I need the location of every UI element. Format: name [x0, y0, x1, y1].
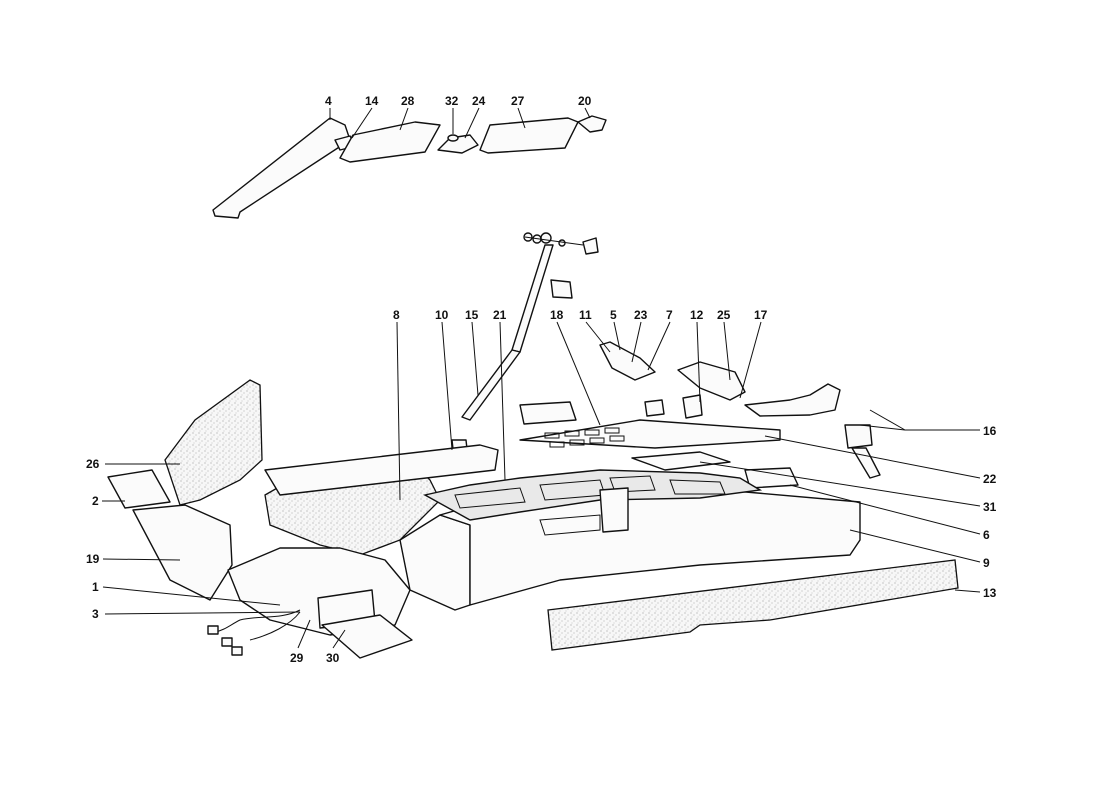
seat-belt-strap — [511, 244, 554, 353]
callout-32: 32 — [445, 94, 459, 108]
seat-belt-upper-hardware — [523, 232, 599, 255]
callout-28: 28 — [401, 94, 415, 108]
callout-2: 2 — [92, 494, 99, 508]
console-tray-6 — [744, 467, 799, 489]
visor-washer-32 — [447, 134, 459, 142]
seat-belt-strap-lower — [461, 349, 521, 421]
callout-21: 21 — [493, 308, 507, 322]
callout-26: 26 — [86, 457, 100, 471]
callout-18: 18 — [550, 308, 564, 322]
callout-29: 29 — [290, 651, 304, 665]
armrest-pad-12-25 — [677, 361, 746, 401]
callout-9: 9 — [983, 556, 990, 570]
callout-13: 13 — [983, 586, 997, 600]
console-top-recesses — [454, 475, 726, 536]
callout-3: 3 — [92, 607, 99, 621]
callout-15: 15 — [465, 308, 479, 322]
callout-17: 17 — [754, 308, 768, 322]
callout-31: 31 — [983, 500, 997, 514]
belt-buckle-16 — [844, 424, 873, 449]
seat-belt-right-strap — [744, 383, 841, 417]
sill-trim-15 — [264, 444, 499, 496]
buckle-strap-16 — [851, 447, 881, 479]
console-cover-18 — [519, 419, 781, 449]
panel-30 — [321, 614, 413, 659]
side-panel-19 — [132, 504, 233, 601]
callout-25: 25 — [717, 308, 731, 322]
callout-24: 24 — [472, 94, 486, 108]
callout-19: 19 — [86, 552, 100, 566]
visor-hook-20 — [577, 115, 607, 133]
callout-23: 23 — [634, 308, 648, 322]
callout-5: 5 — [610, 308, 617, 322]
callout-27: 27 — [511, 94, 525, 108]
console-cover-grid — [544, 427, 625, 448]
console-tray-left — [519, 401, 577, 425]
callout-12: 12 — [690, 308, 704, 322]
callout-4: 4 — [325, 94, 332, 108]
callout-7: 7 — [666, 308, 673, 322]
wiring-harness-3 — [207, 609, 301, 656]
small-panel-2 — [107, 469, 171, 509]
sun-visor-right — [479, 117, 579, 154]
callout-16: 16 — [983, 424, 997, 438]
mechanism-5-23-7 — [599, 341, 656, 381]
callout-22: 22 — [983, 472, 997, 486]
console-top-21 — [423, 469, 763, 521]
console-cover-31 — [631, 451, 731, 471]
bulkhead-panel-26 — [164, 379, 263, 506]
buckle-bracket — [682, 394, 703, 419]
callout-1: 1 — [92, 580, 99, 594]
callout-30: 30 — [326, 651, 340, 665]
visor-mount-32-24 — [437, 134, 479, 154]
callout-8: 8 — [393, 308, 400, 322]
sun-visor-left — [339, 121, 441, 163]
a-pillar-trim — [212, 117, 351, 219]
leader-lines — [102, 107, 981, 649]
belt-retractor — [550, 279, 573, 299]
callout-11: 11 — [579, 308, 592, 322]
callout-10: 10 — [435, 308, 449, 322]
callout-6: 6 — [983, 528, 990, 542]
small-buckle — [644, 399, 665, 417]
callout-14: 14 — [365, 94, 379, 108]
right-sill-13 — [547, 559, 959, 651]
console-support — [599, 487, 629, 533]
callout-20: 20 — [578, 94, 592, 108]
